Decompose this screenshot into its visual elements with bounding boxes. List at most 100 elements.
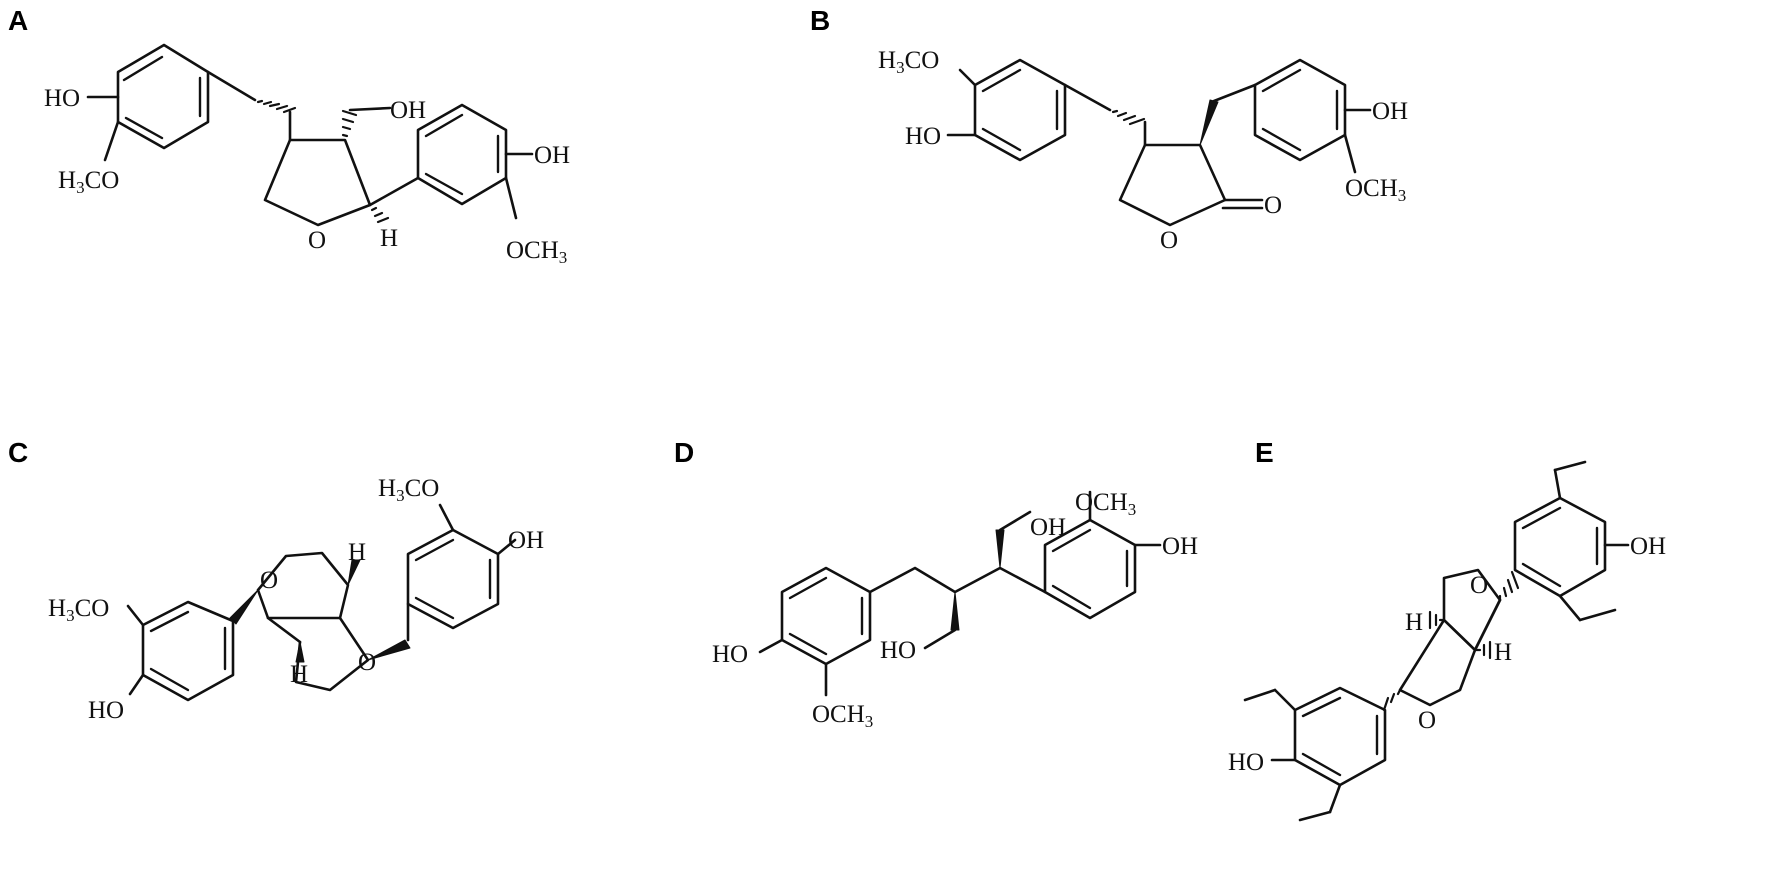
hash-bond <box>1111 109 1146 126</box>
ring-bond <box>981 127 1022 152</box>
hash-bond <box>341 109 358 138</box>
panel-d-molecule <box>758 490 1162 697</box>
ring-bond <box>973 58 1067 162</box>
ring-bond <box>780 566 872 666</box>
ring-bond <box>414 596 455 620</box>
bond <box>1553 460 1587 472</box>
atom-label: O <box>1264 192 1282 219</box>
panel-b: B <box>810 5 1408 254</box>
wedge-bond <box>347 559 361 586</box>
atom-label: OH <box>1630 533 1666 560</box>
ring-bond <box>1253 58 1347 162</box>
atom-label: H <box>290 661 308 688</box>
bond <box>126 604 145 627</box>
atom-label: OCH3 <box>812 701 873 731</box>
panel-e-label: E <box>1255 437 1274 468</box>
atom-label: OH <box>1372 98 1408 125</box>
wedge-bond <box>295 641 305 663</box>
panel-d-label: D <box>674 437 694 468</box>
furan-ring <box>1398 618 1477 707</box>
atom-label: H3CO <box>378 475 439 505</box>
panel-e: E <box>1228 437 1666 822</box>
bond <box>1553 468 1562 500</box>
atom-label: H <box>348 539 366 566</box>
bond <box>1273 688 1297 712</box>
ring-bond <box>1301 696 1342 718</box>
ring-bond <box>149 667 190 692</box>
ring-bond <box>981 68 1022 93</box>
bond <box>958 68 977 87</box>
atom-label: O <box>1418 707 1436 734</box>
ring-bond <box>1051 528 1092 553</box>
atom-label: H <box>380 225 398 252</box>
furan-ring <box>294 616 370 692</box>
atom-label: O <box>1470 572 1488 599</box>
ring-bond <box>141 600 235 702</box>
bond <box>758 638 784 654</box>
atom-label: H <box>1405 609 1423 636</box>
atom-label: H <box>1494 639 1512 666</box>
bond <box>128 673 145 696</box>
ring-bond <box>414 538 455 562</box>
bond <box>266 616 302 644</box>
atom-label: HO <box>880 637 916 664</box>
bond <box>1558 594 1582 622</box>
ring-bond <box>1513 496 1607 598</box>
atom-label: OH <box>1030 514 1066 541</box>
atom-label: HO <box>1228 749 1264 776</box>
hash-bond <box>1498 570 1520 602</box>
panel-a-label: A <box>8 5 28 36</box>
bond <box>1063 83 1112 112</box>
ring-bond <box>406 528 500 630</box>
bond <box>1243 688 1277 702</box>
ring-bond <box>124 116 164 140</box>
bond <box>1298 810 1332 822</box>
panel-c: C O <box>8 437 544 724</box>
ring-bond <box>416 103 508 206</box>
ring-bond <box>1293 686 1387 787</box>
wedge-bond <box>995 529 1005 569</box>
ring-bond <box>788 576 828 600</box>
wedge-bond <box>950 591 960 631</box>
bond <box>1343 133 1357 174</box>
bond <box>348 106 392 112</box>
bond <box>923 628 957 650</box>
bond <box>1578 608 1617 622</box>
atom-label: HO <box>88 697 124 724</box>
wedge-bond <box>367 639 411 661</box>
bond <box>1473 598 1502 652</box>
ring-bond <box>424 172 464 196</box>
panel-b-molecule <box>946 58 1372 227</box>
hash-bond <box>1382 688 1402 712</box>
atom-label: OCH3 <box>1345 175 1406 205</box>
bond <box>1212 83 1257 103</box>
ring-bond <box>122 55 164 82</box>
panel-b-label: B <box>810 5 830 36</box>
hash-bond <box>370 206 390 224</box>
atom-label: OH <box>508 527 544 554</box>
panel-a: A <box>8 5 570 267</box>
ring-bond <box>1261 68 1302 93</box>
ring-bond <box>1521 506 1562 530</box>
hash-bond <box>256 99 297 114</box>
ring-bond <box>116 43 210 150</box>
bond <box>1328 783 1342 814</box>
atom-label: OH <box>534 142 570 169</box>
atom-label: O <box>260 567 278 594</box>
ring-bond <box>1521 562 1562 588</box>
thf-ring <box>263 138 372 227</box>
wedge-bond <box>1199 99 1219 146</box>
hash-bond <box>1428 610 1446 630</box>
hash-bond <box>1473 640 1492 660</box>
ring-bond <box>424 113 464 138</box>
panel-c-label: C <box>8 437 28 468</box>
atom-label: OH <box>1162 533 1198 560</box>
atom-label: HO <box>712 641 748 668</box>
atom-label: HO <box>905 123 941 150</box>
bond <box>206 70 257 102</box>
ring-bond <box>149 610 190 633</box>
chain-bond <box>868 566 1047 594</box>
atom-label: OCH3 <box>1075 489 1136 519</box>
ring-bond <box>1051 584 1092 610</box>
atom-label: H3CO <box>48 595 109 625</box>
